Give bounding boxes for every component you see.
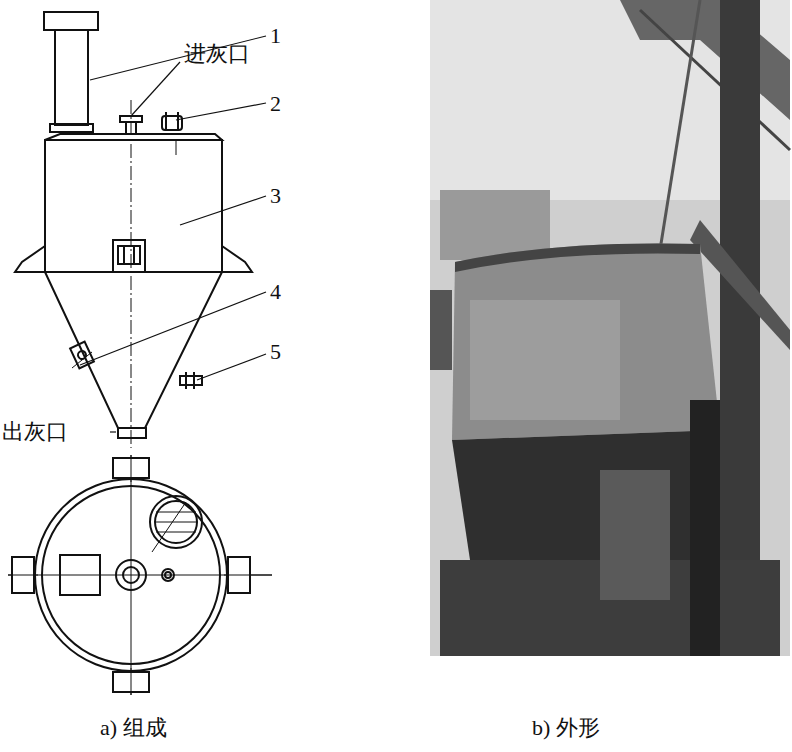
- callout-number: 5: [270, 340, 281, 364]
- subfigure-caption: b) 外形: [532, 716, 600, 740]
- callout-number: 3: [270, 184, 281, 208]
- callout-number: 4: [270, 280, 281, 304]
- callout-number: 1: [270, 24, 281, 48]
- callout-number: 2: [270, 92, 281, 116]
- subfigure-caption: a) 组成: [100, 716, 167, 740]
- port-label: 进灰口: [184, 42, 250, 66]
- silo-photo: [430, 0, 790, 656]
- port-label: 出灰口: [2, 420, 68, 444]
